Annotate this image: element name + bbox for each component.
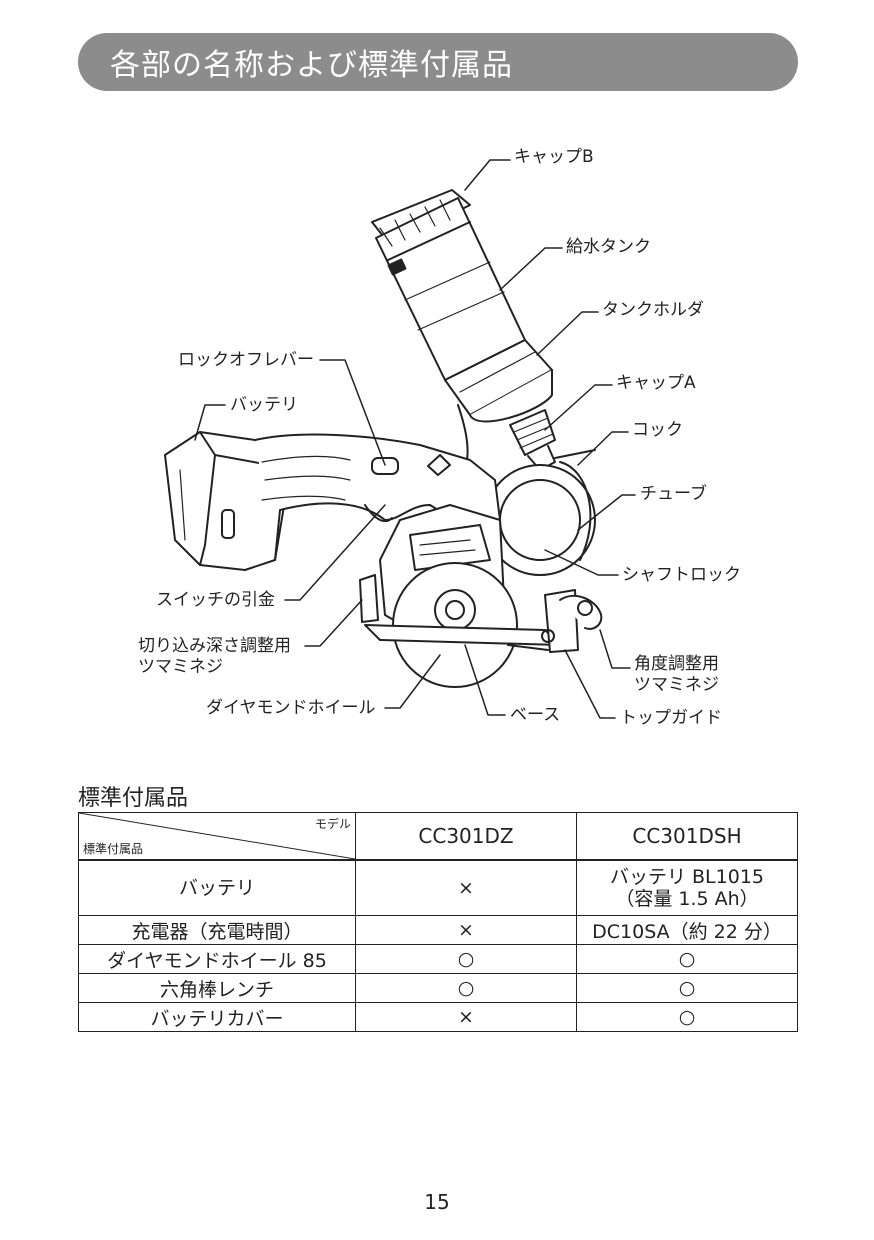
header-model-dsh: CC301DSH: [576, 812, 798, 861]
lock-off-lever-drawing: [371, 457, 399, 475]
table-row: ダイヤモンドホイール 85 ○ ○: [78, 944, 798, 974]
page-title: 各部の名称および標準付属品: [110, 48, 513, 83]
handle-drawing: [254, 433, 501, 561]
label-top-guide: トップガイド: [620, 708, 722, 728]
label-angle-knob-line1: 角度調整用: [634, 654, 719, 674]
row-item: バッテリ: [78, 859, 356, 916]
table-row: バッテリカバー × ○: [78, 1002, 798, 1032]
page-title-bar: 各部の名称および標準付属品: [78, 33, 798, 91]
table-row: 六角棒レンチ ○ ○: [78, 973, 798, 1003]
label-tube: チューブ: [640, 484, 707, 504]
leader-cock: [577, 431, 629, 466]
row-dz-value: ×: [355, 1002, 577, 1032]
header-item-label: 標準付属品: [83, 842, 144, 856]
leader-diamond-wheel: [384, 654, 441, 709]
row-dsh-value: ○: [576, 973, 798, 1003]
accessories-section-title: 標準付属品: [78, 786, 189, 811]
diagonal-line: [79, 813, 355, 859]
leader-switch-trigger: [284, 504, 386, 601]
leader-cap-b: [464, 159, 511, 191]
switch-trigger-drawing: [364, 504, 393, 523]
row-dsh-value: DC10SA（約 22 分）: [576, 915, 798, 945]
label-shaft-lock: シャフトロック: [622, 565, 741, 585]
label-diamond-wheel: ダイヤモンドホイール: [206, 698, 376, 718]
row-dsh-value-line2: （容量 1.5 Ah）: [615, 888, 759, 910]
row-dsh-value: ○: [576, 1002, 798, 1032]
row-item: 充電器（充電時間）: [78, 915, 356, 945]
cutter-illustration: [164, 159, 636, 719]
label-angle-knob-line2: ツマミネジ: [634, 675, 719, 695]
leader-water-tank: [499, 247, 563, 291]
label-tank-holder: タンクホルダ: [602, 300, 704, 320]
row-item: バッテリカバー: [78, 1002, 356, 1032]
label-water-tank: 給水タンク: [566, 237, 651, 257]
page-number: 15: [424, 1190, 450, 1214]
row-dsh-value: バッテリ BL1015 （容量 1.5 Ah）: [576, 859, 798, 916]
label-depth-knob-line2: ツマミネジ: [138, 657, 223, 677]
leader-battery: [194, 404, 226, 441]
header-model-dz: CC301DZ: [355, 812, 577, 861]
label-cap-a: キャップA: [616, 373, 696, 393]
label-cap-b: キャップB: [514, 147, 594, 167]
leader-lock-off-lever: [319, 359, 386, 466]
row-dz-value: ○: [355, 944, 577, 974]
row-dz-value: ○: [355, 973, 577, 1003]
label-depth-knob: 切り込み深さ調整用 ツマミネジ: [138, 636, 291, 678]
label-base: ベース: [510, 705, 561, 725]
row-dz-value: ×: [355, 859, 577, 916]
label-lock-off-lever: ロックオフレバー: [178, 350, 314, 370]
row-dz-value: ×: [355, 915, 577, 945]
label-depth-knob-line1: 切り込み深さ調整用: [138, 636, 291, 656]
leader-shaft-lock: [544, 549, 619, 576]
leader-cap-a: [544, 384, 613, 431]
label-battery: バッテリ: [230, 395, 298, 415]
accessories-table: モデル 標準付属品 CC301DZ CC301DSH バッテリ × バッテリ B…: [78, 812, 798, 1032]
leader-base: [464, 644, 506, 716]
water-tank-drawing: [371, 189, 553, 423]
row-item: 六角棒レンチ: [78, 973, 356, 1003]
base-drawing: [364, 624, 561, 646]
cap-a-drawing: [509, 409, 556, 456]
row-dsh-value-line1: バッテリ BL1015: [609, 866, 764, 888]
label-switch-trigger: スイッチの引金: [156, 590, 275, 610]
leader-top-guide: [564, 649, 616, 719]
leader-angle-knob: [599, 629, 631, 669]
label-cock: コック: [632, 420, 683, 440]
table-row: バッテリ × バッテリ BL1015 （容量 1.5 Ah）: [78, 859, 798, 916]
header-model-label: モデル: [314, 817, 351, 831]
row-item: ダイヤモンドホイール 85: [78, 944, 356, 974]
leader-depth-knob: [304, 599, 363, 647]
label-angle-knob: 角度調整用 ツマミネジ: [634, 654, 719, 696]
row-dsh-value: ○: [576, 944, 798, 974]
tool-diagram: キャップB 給水タンク タンクホルダ ロックオフレバー キャップA バッテリ コ…: [0, 110, 874, 770]
tube-drawing: [559, 461, 592, 561]
leader-tube: [577, 494, 636, 531]
leader-tank-holder: [536, 311, 599, 356]
table-header-row: モデル 標準付属品 CC301DZ CC301DSH: [78, 812, 798, 861]
table-row: 充電器（充電時間） × DC10SA（約 22 分）: [78, 915, 798, 945]
header-diagonal-cell: モデル 標準付属品: [78, 812, 356, 861]
